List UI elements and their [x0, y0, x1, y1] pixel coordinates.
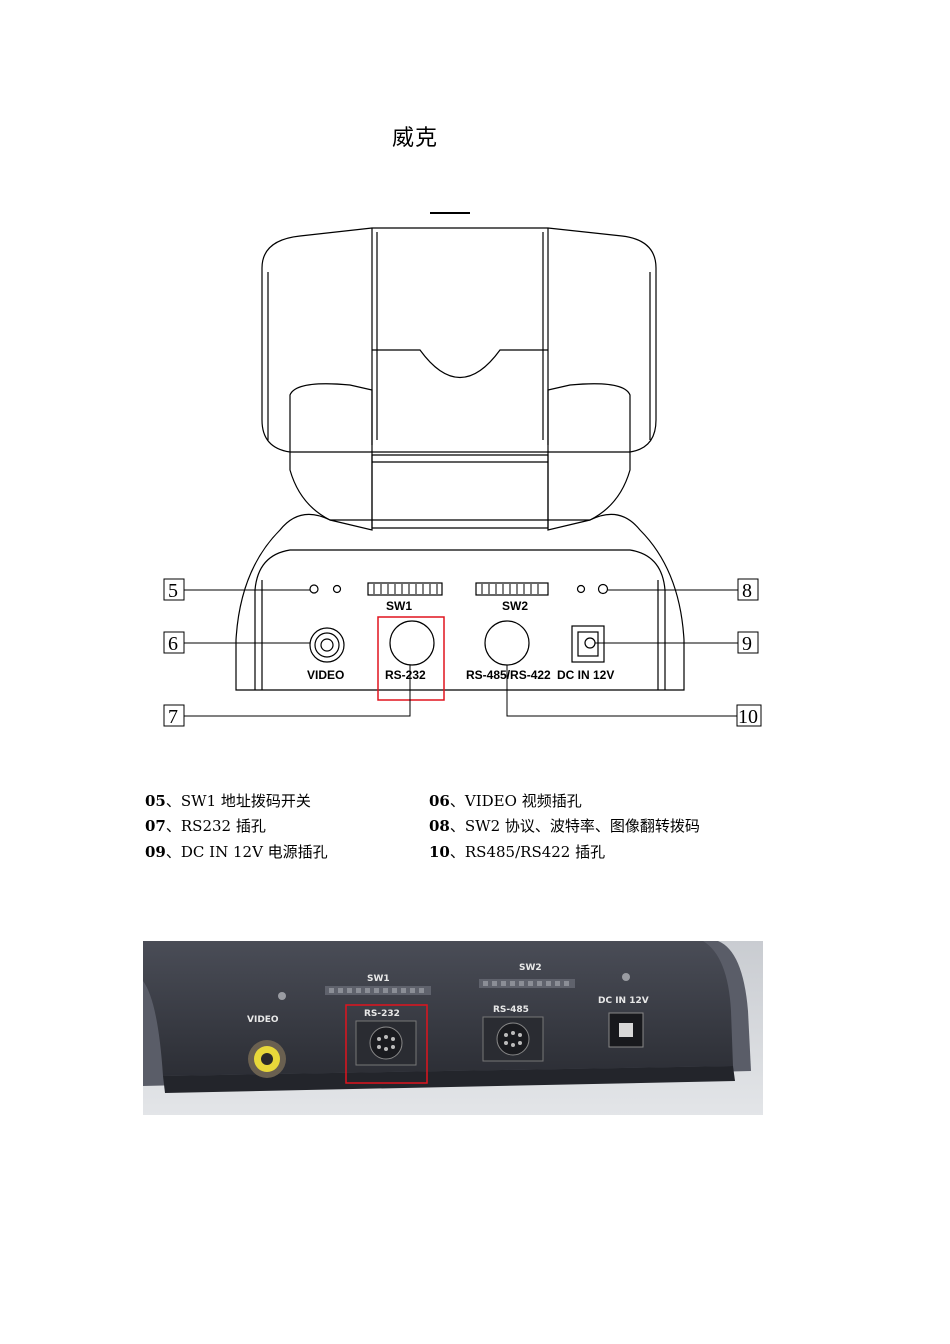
legend-sep: 、	[449, 817, 465, 835]
photo-label-sw1: SW1	[367, 974, 390, 984]
rear-panel-photo: SW1 SW2 VIDEO RS-232 RS-485 DC IN 12V	[143, 941, 763, 1115]
callout-6: 6	[168, 633, 178, 655]
photo-rs232-highlight	[345, 1004, 428, 1084]
legend-item: 06、VIDEO 视频插孔	[429, 790, 582, 811]
callout-10: 10	[738, 706, 758, 728]
legend-sep: 、	[449, 792, 465, 810]
callout-8: 8	[742, 580, 752, 602]
rs485-port	[484, 620, 530, 666]
dc-in-jack	[571, 625, 605, 663]
diagram-label-sw1: SW1	[386, 599, 412, 613]
legend-text: RS232 插孔	[180, 817, 266, 835]
legend-sep: 、	[449, 843, 465, 861]
legend-item: 05、SW1 地址拨码开关	[145, 790, 311, 811]
diagram-label-sw2: SW2	[502, 599, 528, 613]
video-jack	[309, 627, 345, 663]
photo-label-rs232: RS-232	[364, 1009, 400, 1019]
diagram-label-video: VIDEO	[307, 668, 344, 682]
rs232-port	[389, 620, 435, 666]
legend-sep: 、	[165, 792, 181, 810]
legend-item: 07、RS232 插孔	[145, 815, 266, 836]
camera-head-outline	[261, 227, 657, 453]
diagram-label-rs232: RS-232	[385, 668, 426, 682]
page-title: 威克	[392, 126, 439, 151]
photo-rs485-port	[496, 1022, 530, 1056]
legend-text: SW1 地址拨码开关	[180, 792, 311, 810]
photo-label-rs485: RS-485	[493, 1005, 529, 1015]
diagram-label-rs485: RS-485/RS-422	[466, 668, 551, 682]
diagram-label-dc: DC IN 12V	[557, 668, 614, 682]
photo-rs232-port	[369, 1026, 403, 1060]
legend-sep: 、	[165, 843, 181, 861]
legend-sep: 、	[165, 817, 181, 835]
legend-num: 05	[145, 792, 166, 810]
legend-text: VIDEO 视频插孔	[464, 792, 582, 810]
legend-num: 07	[145, 817, 166, 835]
photo-label-video: VIDEO	[247, 1015, 279, 1025]
legend-item: 09、DC IN 12V 电源插孔	[145, 841, 328, 862]
photo-label-sw2: SW2	[519, 963, 542, 973]
legend-item: 08、SW2 协议、波特率、图像翻转拨码	[429, 815, 700, 836]
callout-5: 5	[168, 580, 178, 602]
legend-num: 08	[429, 817, 450, 835]
legend-item: 10、RS485/RS422 插孔	[429, 841, 605, 862]
camera-rear-diagram: SW1 SW2 VIDEO RS-232 RS-485/RS-422 DC IN…	[163, 212, 762, 728]
callout-9: 9	[742, 633, 752, 655]
callout-7: 7	[168, 706, 178, 728]
legend-text: RS485/RS422 插孔	[464, 843, 606, 861]
legend-num: 10	[429, 843, 450, 861]
legend-num: 06	[429, 792, 450, 810]
photo-label-dc: DC IN 12V	[598, 996, 649, 1006]
legend-text: SW2 协议、波特率、图像翻转拨码	[464, 817, 700, 835]
legend-num: 09	[145, 843, 166, 861]
camera-base-outline	[235, 513, 685, 691]
rs232-highlight	[377, 616, 445, 701]
legend-text: DC IN 12V 电源插孔	[180, 843, 328, 861]
